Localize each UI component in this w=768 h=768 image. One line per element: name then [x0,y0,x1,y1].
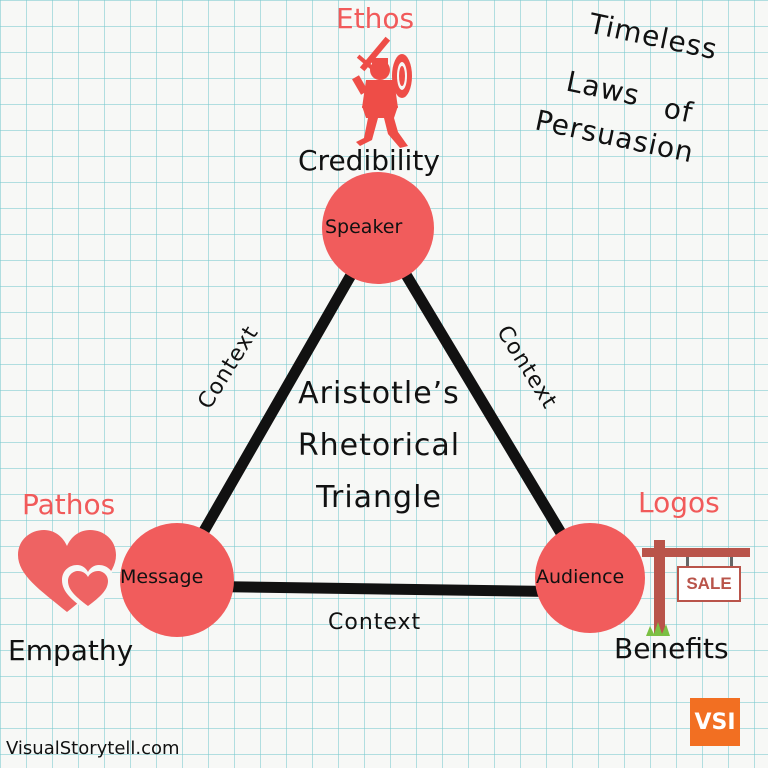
quality-benefits: Benefits [614,632,729,665]
hearts-icon [18,530,116,612]
node-label-message: Message [120,566,204,588]
node-label-audience: Audience [536,566,625,588]
sale-sign-text: SALE [686,574,732,593]
knight-icon [352,36,412,148]
node-label-speaker: Speaker [325,216,403,238]
center-line-1: Aristotle’s [298,376,460,411]
edge-left [171,222,384,584]
sale-sign-icon [642,540,750,636]
center-line-3: Triangle [316,480,442,515]
context-bottom: Context [328,610,422,635]
quality-empathy: Empathy [8,634,134,667]
appeal-logos: Logos [638,486,720,519]
footer-site: VisualStorytell.com [6,738,180,759]
quality-credibility: Credibility [298,144,440,177]
edge-right [372,222,594,584]
node-speaker [322,172,434,284]
edge-bottom [171,580,594,598]
appeal-ethos: Ethos [336,2,415,35]
node-audience [535,523,645,633]
node-message [120,523,234,637]
vsi-logo: VSI [690,698,740,746]
appeal-pathos: Pathos [22,488,116,521]
center-line-2: Rhetorical [297,428,461,463]
